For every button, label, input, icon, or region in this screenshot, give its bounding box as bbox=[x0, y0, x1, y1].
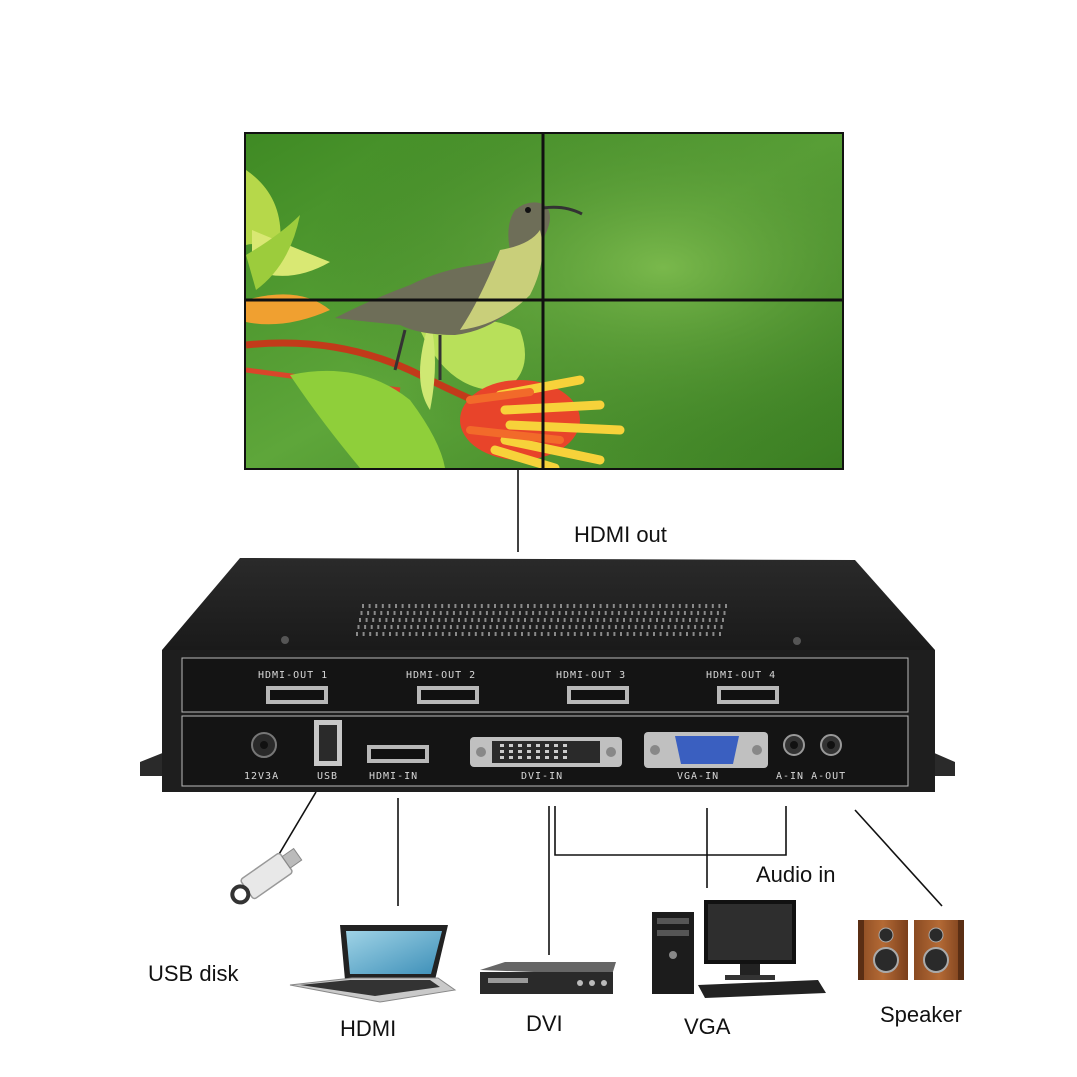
hdmi-out-2-label: HDMI-OUT 2 bbox=[406, 670, 476, 681]
bird bbox=[335, 202, 583, 380]
wire-speaker bbox=[854, 809, 943, 907]
usb-port[interactable]: USB bbox=[314, 720, 342, 782]
dvd-player-icon bbox=[480, 962, 616, 994]
vga-in-port[interactable]: VGA-IN bbox=[644, 732, 768, 782]
label-vga: VGA bbox=[684, 1014, 731, 1039]
hdmi-out-4-label: HDMI-OUT 4 bbox=[706, 670, 776, 681]
hdmi-out-ports: HDMI-OUT 1 HDMI-OUT 2 HDMI-OUT 3 HDMI-OU… bbox=[258, 670, 779, 704]
label-hdmi-out: HDMI out bbox=[574, 522, 667, 547]
audio-ports-label: A-IN A-OUT bbox=[776, 771, 846, 782]
speaker-pair-icon bbox=[858, 920, 964, 980]
label-usb-disk: USB disk bbox=[148, 961, 239, 986]
wire-audio-bus bbox=[554, 806, 787, 856]
vent-grille bbox=[356, 604, 727, 636]
desktop-computer-icon bbox=[652, 900, 826, 998]
hdmi-in-port[interactable]: HDMI-IN bbox=[367, 745, 429, 782]
label-hdmi: HDMI bbox=[340, 1016, 396, 1041]
flower bbox=[460, 375, 625, 468]
label-speaker: Speaker bbox=[880, 1002, 962, 1027]
usb-flash-drive-icon bbox=[230, 847, 303, 905]
label-dvi: DVI bbox=[526, 1011, 563, 1036]
hdmi-out-3[interactable]: HDMI-OUT 3 bbox=[556, 670, 629, 704]
hdmi-out-2[interactable]: HDMI-OUT 2 bbox=[406, 670, 479, 704]
vga-in-port-label: VGA-IN bbox=[677, 771, 719, 782]
dvi-in-port[interactable]: DVI-IN bbox=[470, 737, 622, 782]
video-wall-controller: HDMI-OUT 1 HDMI-OUT 2 HDMI-OUT 3 HDMI-OU… bbox=[140, 558, 955, 792]
input-ports: 12V3A USB HDMI-IN DVI-IN bbox=[244, 720, 846, 782]
video-wall bbox=[244, 132, 844, 470]
hdmi-out-1[interactable]: HDMI-OUT 1 bbox=[258, 670, 328, 704]
usb-port-label: USB bbox=[317, 771, 338, 782]
power-jack-label: 12V3A bbox=[244, 771, 279, 782]
label-audio-in: Audio in bbox=[756, 862, 836, 887]
laptop-icon bbox=[289, 925, 457, 1003]
audio-ports[interactable]: A-IN A-OUT bbox=[776, 734, 846, 782]
hdmi-out-3-label: HDMI-OUT 3 bbox=[556, 670, 626, 681]
hdmi-out-4[interactable]: HDMI-OUT 4 bbox=[706, 670, 779, 704]
hdmi-out-1-label: HDMI-OUT 1 bbox=[258, 670, 328, 681]
wires bbox=[271, 470, 943, 955]
dvi-in-port-label: DVI-IN bbox=[521, 771, 563, 782]
power-jack[interactable]: 12V3A bbox=[244, 732, 279, 782]
hdmi-in-port-label: HDMI-IN bbox=[369, 771, 418, 782]
